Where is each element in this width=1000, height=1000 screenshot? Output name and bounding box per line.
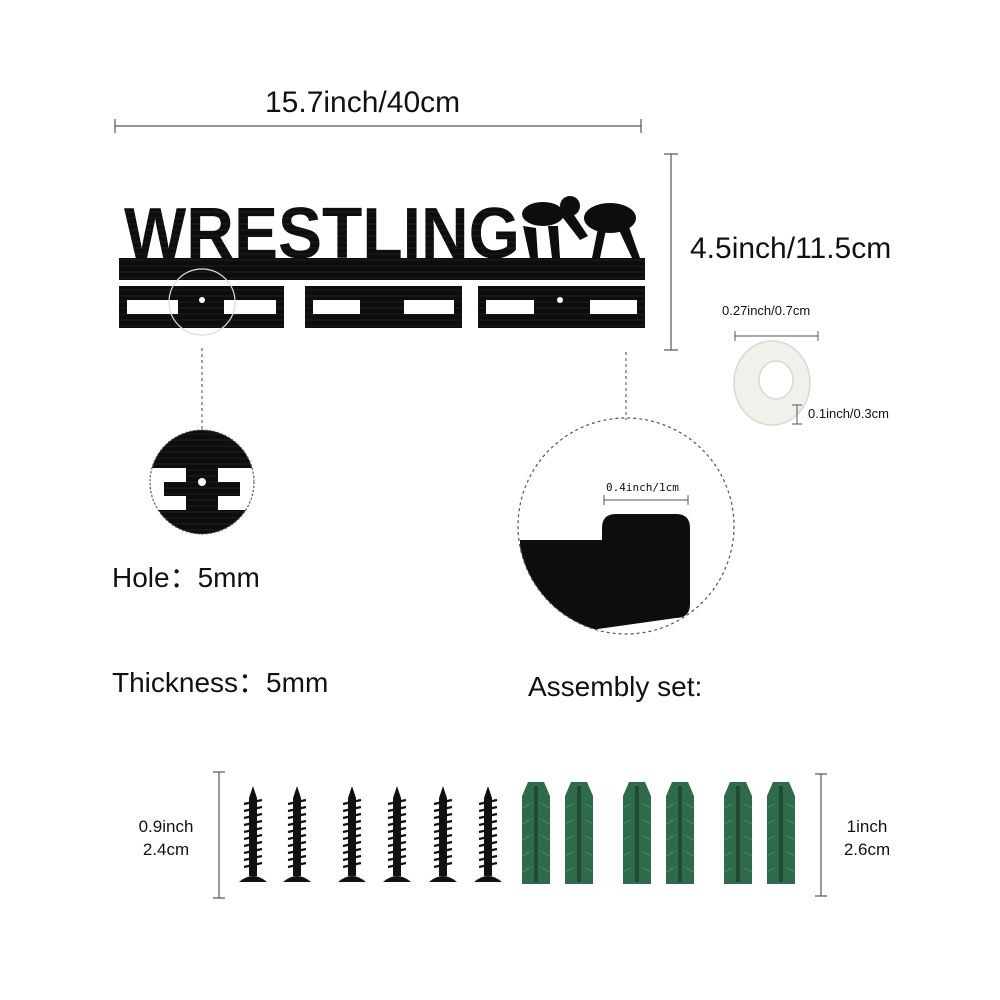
wall-anchor bbox=[564, 782, 594, 884]
anchor-length-inch: 1inch bbox=[846, 817, 888, 836]
screw-length-bracket bbox=[213, 771, 225, 899]
mounting-hole-left bbox=[199, 297, 205, 303]
anchor-length-bracket bbox=[815, 773, 827, 897]
wall-anchor bbox=[622, 782, 652, 884]
thickness-label: Thickness：5mm bbox=[112, 667, 329, 698]
screw bbox=[283, 786, 311, 882]
height-label: 4.5inch/11.5cm bbox=[690, 232, 892, 265]
screw bbox=[239, 786, 267, 882]
screw-length-cm: 2.4cm bbox=[142, 840, 190, 859]
hook-width-label: 0.4inch/1cm bbox=[606, 481, 679, 494]
width-label: 15.7inch/40cm bbox=[265, 86, 461, 119]
anchor-length-cm: 2.6cm bbox=[843, 840, 891, 859]
anchor-length-label: 1inch 2.6cm bbox=[832, 815, 902, 861]
wrestlers-silhouette bbox=[522, 196, 640, 258]
wall-anchor bbox=[521, 782, 551, 884]
hole-size-label: Hole：5mm bbox=[112, 562, 260, 593]
mounting-hole-right bbox=[557, 297, 563, 303]
hole-detail-zoom bbox=[149, 429, 255, 535]
spacer-diameter-label: 0.27inch/0.7cm bbox=[722, 303, 811, 318]
height-dimension-line bbox=[664, 153, 678, 351]
screw bbox=[383, 786, 411, 882]
medal-hanger-board: WRESTLING bbox=[119, 194, 645, 336]
screws-group bbox=[239, 786, 502, 882]
top-bar bbox=[119, 258, 645, 280]
screw-length-label: 0.9inch 2.4cm bbox=[130, 815, 202, 861]
screw bbox=[429, 786, 457, 882]
screw bbox=[474, 786, 502, 882]
screw-length-inch: 0.9inch bbox=[138, 817, 194, 836]
wall-anchor bbox=[766, 782, 796, 884]
wall-anchor bbox=[723, 782, 753, 884]
spacer-washer bbox=[733, 331, 819, 426]
hook-detail-zoom bbox=[517, 417, 735, 635]
wall-anchors-group bbox=[521, 782, 796, 884]
width-dimension-line bbox=[114, 119, 642, 133]
screw bbox=[338, 786, 366, 882]
wall-anchor bbox=[665, 782, 695, 884]
spacer-thickness-label: 0.1inch/0.3cm bbox=[808, 406, 889, 421]
hook-rows bbox=[119, 286, 645, 328]
assembly-set-label: Assembly set: bbox=[528, 671, 703, 702]
hole-highlight-ring bbox=[168, 268, 236, 336]
